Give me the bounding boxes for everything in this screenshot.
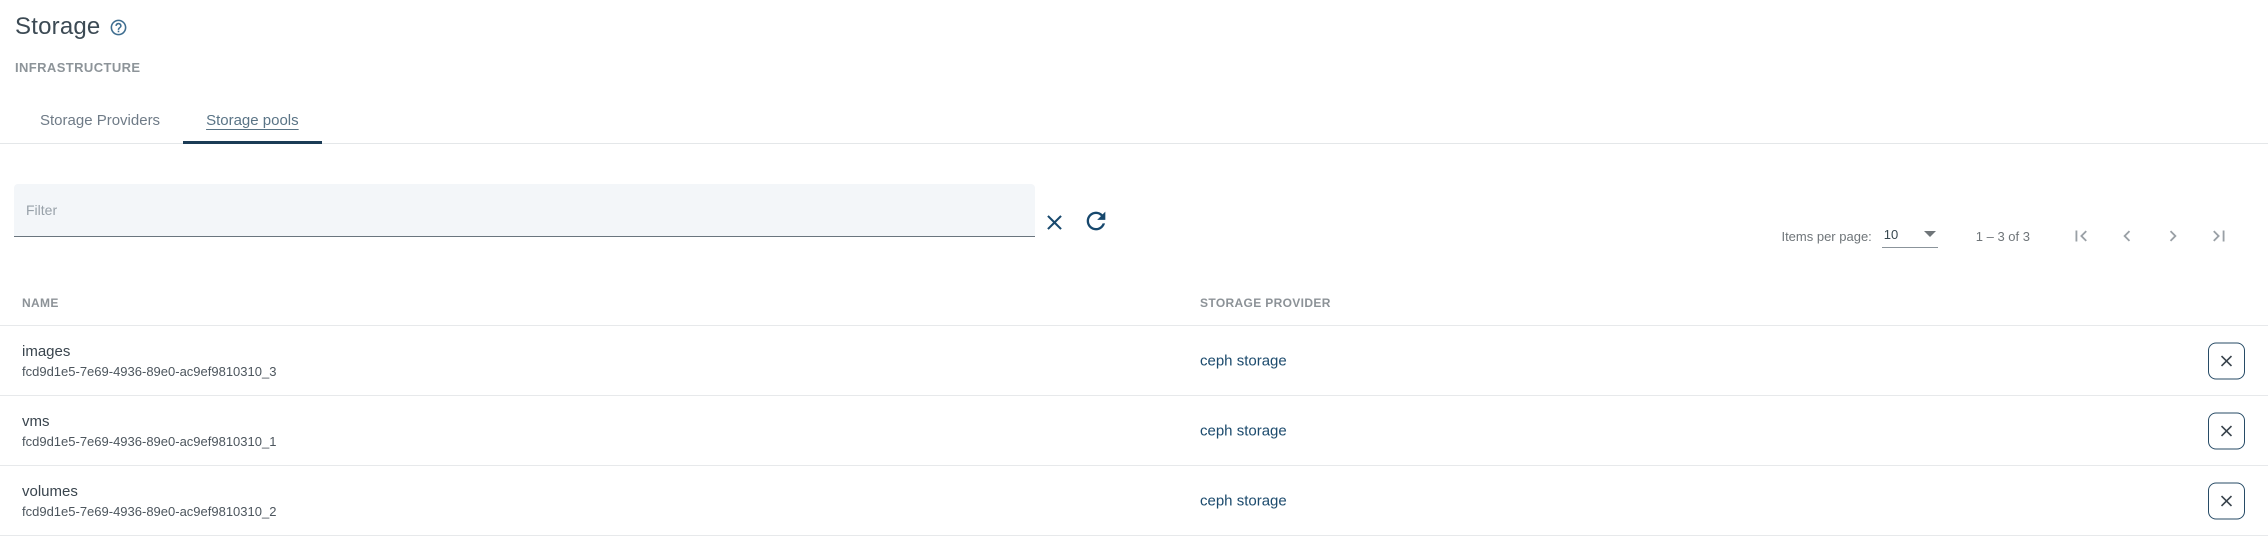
help-outline-icon bbox=[111, 19, 127, 35]
tab-label: Storage pools bbox=[206, 111, 299, 129]
pool-name-cell: volumes fcd9d1e5-7e69-4936-89e0-ac9ef981… bbox=[22, 466, 276, 535]
paginator: Items per page: 10 1 – 3 of 3 bbox=[1781, 220, 2242, 252]
page-header: Storage bbox=[15, 13, 128, 41]
first-page-button[interactable] bbox=[2058, 220, 2104, 252]
table-row: volumes fcd9d1e5-7e69-4936-89e0-ac9ef981… bbox=[0, 466, 2268, 536]
storage-pools-table: NAME STORAGE PROVIDER images fcd9d1e5-7e… bbox=[0, 280, 2268, 536]
previous-page-button[interactable] bbox=[2104, 220, 2150, 252]
pool-name-cell: vms fcd9d1e5-7e69-4936-89e0-ac9ef9810310… bbox=[22, 396, 276, 465]
tab-storage-pools[interactable]: Storage pools bbox=[183, 96, 322, 144]
close-icon bbox=[2220, 494, 2233, 507]
page-title: Storage bbox=[15, 13, 101, 40]
filter-input[interactable] bbox=[14, 184, 1035, 236]
items-per-page-label: Items per page: bbox=[1781, 228, 1872, 244]
pool-id: fcd9d1e5-7e69-4936-89e0-ac9ef9810310_3 bbox=[22, 363, 277, 379]
items-per-page-value: 10 bbox=[1883, 226, 1899, 242]
delete-pool-button[interactable] bbox=[2208, 412, 2245, 449]
last-page-icon bbox=[2213, 230, 2225, 242]
chevron-left-icon bbox=[2123, 230, 2131, 242]
items-per-page-select[interactable]: 10 bbox=[1881, 225, 1938, 248]
pool-name: vms bbox=[22, 412, 50, 430]
pool-name: volumes bbox=[22, 482, 78, 500]
storage-provider-link[interactable]: ceph storage bbox=[1200, 352, 1287, 369]
breadcrumb-section-label: INFRASTRUCTURE bbox=[15, 60, 141, 75]
close-icon bbox=[1046, 214, 1062, 230]
table-row: vms fcd9d1e5-7e69-4936-89e0-ac9ef9810310… bbox=[0, 396, 2268, 466]
delete-pool-button[interactable] bbox=[2208, 482, 2245, 519]
tab-label: Storage Providers bbox=[40, 111, 161, 129]
delete-pool-button[interactable] bbox=[2208, 342, 2245, 379]
column-header-storage-provider: STORAGE PROVIDER bbox=[1200, 295, 1331, 310]
close-icon bbox=[2220, 354, 2233, 367]
close-icon bbox=[2220, 424, 2233, 437]
table-row: images fcd9d1e5-7e69-4936-89e0-ac9ef9810… bbox=[0, 326, 2268, 396]
pool-id: fcd9d1e5-7e69-4936-89e0-ac9ef9810310_2 bbox=[22, 503, 277, 519]
pool-name-cell: images fcd9d1e5-7e69-4936-89e0-ac9ef9810… bbox=[22, 326, 276, 395]
last-page-button[interactable] bbox=[2196, 220, 2242, 252]
tab-storage-providers[interactable]: Storage Providers bbox=[17, 96, 183, 144]
storage-provider-link[interactable]: ceph storage bbox=[1200, 492, 1287, 509]
refresh-icon bbox=[1086, 211, 1106, 231]
column-header-name: NAME bbox=[22, 295, 59, 310]
refresh-button[interactable] bbox=[1081, 206, 1111, 236]
tab-bar: Storage Providers Storage pools bbox=[0, 96, 2268, 144]
next-page-button[interactable] bbox=[2150, 220, 2196, 252]
paginator-range-label: 1 – 3 of 3 bbox=[1975, 228, 2030, 244]
first-page-icon bbox=[2075, 230, 2087, 242]
table-header-row: NAME STORAGE PROVIDER bbox=[0, 280, 2268, 326]
help-icon[interactable] bbox=[109, 18, 128, 37]
storage-provider-link[interactable]: ceph storage bbox=[1200, 422, 1287, 439]
pool-name: images bbox=[22, 342, 71, 360]
chevron-right-icon bbox=[2169, 230, 2177, 242]
pool-id: fcd9d1e5-7e69-4936-89e0-ac9ef9810310_1 bbox=[22, 433, 277, 449]
active-tab-ink-bar bbox=[183, 141, 322, 144]
filter-field bbox=[14, 184, 1035, 237]
caret-down-icon bbox=[1923, 231, 1936, 237]
clear-filter-button[interactable] bbox=[1039, 207, 1069, 237]
